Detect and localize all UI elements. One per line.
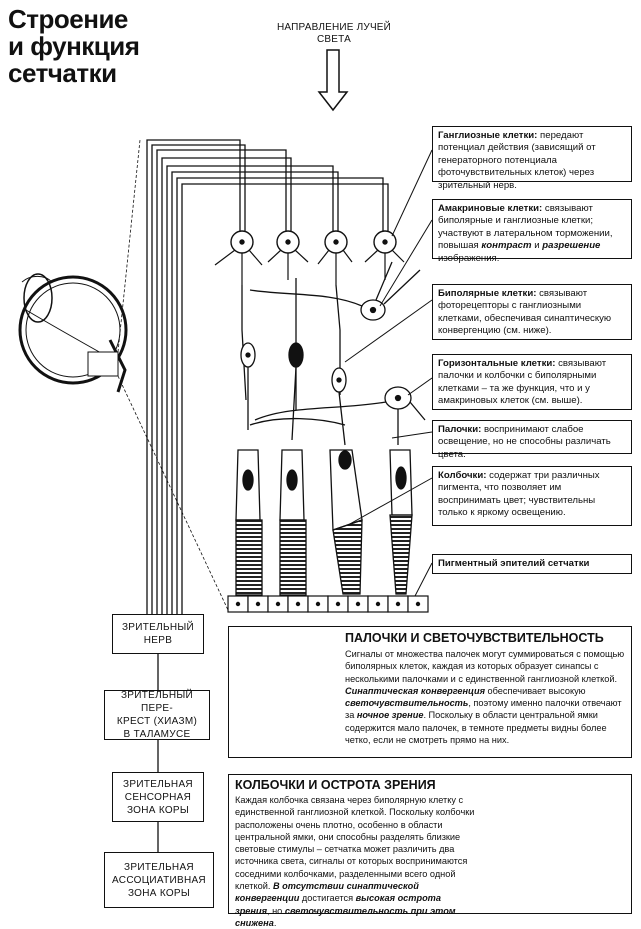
callout-cones-term: Колбочки: — [438, 470, 487, 481]
cones-panel-text-part: достигается — [299, 893, 356, 904]
cones-acuity-panel: КОЛБОЧКИ И ОСТРОТА ЗРЕНИЯ Каждая колбочк… — [228, 774, 632, 928]
cones-panel-heading: КОЛБОЧКИ И ОСТРОТА ЗРЕНИЯ — [235, 778, 436, 792]
rods-panel-text-part: Сигналы от множества палочек могут сумми… — [345, 649, 625, 684]
callout-amacrine-text: связывают биполярные и ганглиозные клетк… — [438, 203, 613, 252]
callout-ganglion-term: Ганглиозные клетки: — [438, 130, 538, 141]
callout-rods: Палочки: воспринимают слабое освещение, … — [432, 420, 632, 460]
callout-amacrine: Амакриновые клетки: связывают биполярные… — [432, 199, 632, 264]
rods-panel-text: Сигналы от множества палочек могут сумми… — [345, 648, 627, 746]
cones-panel-text-part: , но — [266, 905, 285, 916]
photoreceptors — [235, 449, 413, 596]
callout-amacrine-text: изображения. — [438, 252, 500, 264]
amacrine-cell — [249, 261, 421, 321]
rods-panel-text-part: обеспечивает высокую — [484, 685, 586, 696]
callout-ganglion: Ганглиозные клетки: передают потенциал д… — [432, 126, 632, 191]
callout-rods-term: Палочки: — [438, 424, 482, 435]
ganglion-cells — [230, 230, 397, 254]
rods-panel-keyword: Синаптическая конвергенция — [345, 685, 485, 696]
cones-panel-text: Каждая колбочка связана через биполярную… — [235, 794, 477, 929]
flow-sensory-cortex: ЗРИТЕЛЬНАЯ СЕНСОРНАЯ ЗОНА КОРЫ — [112, 772, 204, 822]
callout-cones-text: содержат три различных пигмента, что поз… — [438, 470, 600, 519]
rods-panel-text-part: . Поскольку в области центральной ямки с… — [345, 710, 607, 746]
cones-panel-text-part: Каждая колбочка связана через биполярную… — [235, 795, 475, 892]
page-title: Строение и функция сетчатки — [8, 4, 140, 88]
callout-bipolar-text: связывают фоторецепторы с ганглиозными к… — [438, 288, 612, 337]
callout-bipolar: Биполярные клетки: связывают фоторецепто… — [432, 284, 632, 340]
callout-cones: Колбочки: содержат три различных пигмент… — [432, 466, 632, 526]
callout-rods-text: воспринимают слабое освещение, но не спо… — [438, 424, 611, 460]
rods-sensitivity-panel: ПАЛОЧКИ И СВЕТОЧУВСТВИТЕЛЬНОСТЬ Сигналы … — [228, 626, 632, 758]
optic-nerve-fibers — [146, 139, 389, 614]
flow-association-cortex: ЗРИТЕЛЬНАЯ АССОЦИАТИВНАЯ ЗОНА КОРЫ — [104, 852, 214, 908]
flow-optic-chiasm: ЗРИТЕЛЬНЫЙ ПЕРЕ- КРЕСТ (ХИАЗМ) В ТАЛАМУС… — [104, 690, 210, 740]
rods-panel-text-part: , поэтому именно палочки отвечают за — [345, 698, 622, 721]
callout-pigment-term: Пигментный эпителий сетчатки — [438, 558, 590, 569]
rods-panel-heading: ПАЛОЧКИ И СВЕТОЧУВСТВИТЕЛЬНОСТЬ — [345, 631, 604, 645]
eye-cross-section — [18, 139, 229, 611]
horizontal-cell — [249, 386, 426, 445]
callout-amacrine-keyword: контраст — [481, 240, 532, 252]
callout-horizontal: Горизонтальные клетки: связывают палочки… — [432, 354, 632, 410]
callout-bipolar-term: Биполярные клетки: — [438, 288, 537, 299]
callout-ganglion-text: передают потенциал действия (зависящий о… — [438, 130, 596, 191]
cones-panel-keyword: В отсутствии синаптической конвергенции — [235, 881, 419, 904]
callout-amacrine-keyword: разрешение — [542, 240, 601, 252]
flow-optic-nerve: ЗРИТЕЛЬНЫЙ НЕРВ — [112, 614, 204, 654]
leader-lines — [344, 149, 433, 597]
rods-panel-keyword: светочувствительность — [345, 698, 469, 709]
rods-panel-keyword: ночное зрение — [356, 710, 424, 721]
light-direction-arrow — [317, 49, 349, 112]
cones-panel-keyword: высокая острота зрения — [235, 893, 441, 916]
light-direction-label: НАПРАВЛЕНИЕ ЛУЧЕЙ СВЕТА — [276, 22, 392, 45]
callout-amacrine-text: и — [531, 240, 543, 252]
callout-horizontal-text: связывают палочки и колбочки с биполярны… — [438, 358, 607, 407]
bipolar-cells — [240, 278, 347, 446]
pigment-epithelium — [227, 595, 429, 613]
callout-pigment: Пигментный эпителий сетчатки — [432, 554, 632, 574]
callout-amacrine-term: Амакриновые клетки: — [438, 203, 543, 214]
callout-horizontal-term: Горизонтальные клетки: — [438, 358, 556, 369]
ganglion-dendrites — [214, 249, 405, 285]
